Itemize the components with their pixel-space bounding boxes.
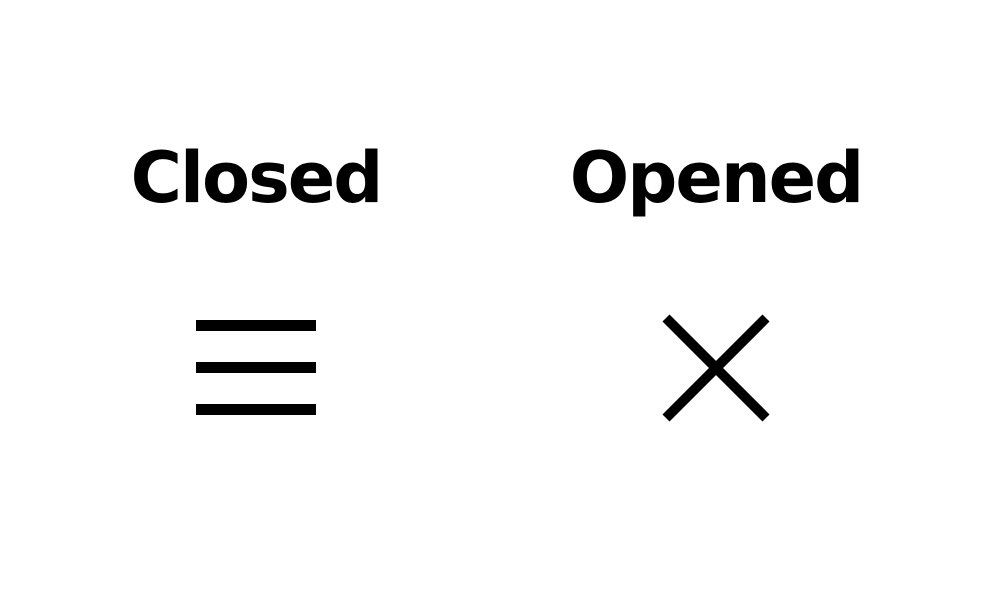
close-icon-stroke-2 <box>662 314 770 422</box>
closed-state: Closed <box>86 0 426 600</box>
hamburger-bar-bottom <box>196 404 316 415</box>
opened-label: Opened <box>569 137 865 219</box>
hamburger-bar-middle <box>196 362 316 373</box>
hamburger-menu-icon <box>196 320 316 416</box>
hamburger-bar-top <box>196 320 316 331</box>
opened-state: Opened <box>546 0 886 600</box>
close-icon <box>662 314 770 422</box>
closed-label: Closed <box>130 137 384 219</box>
